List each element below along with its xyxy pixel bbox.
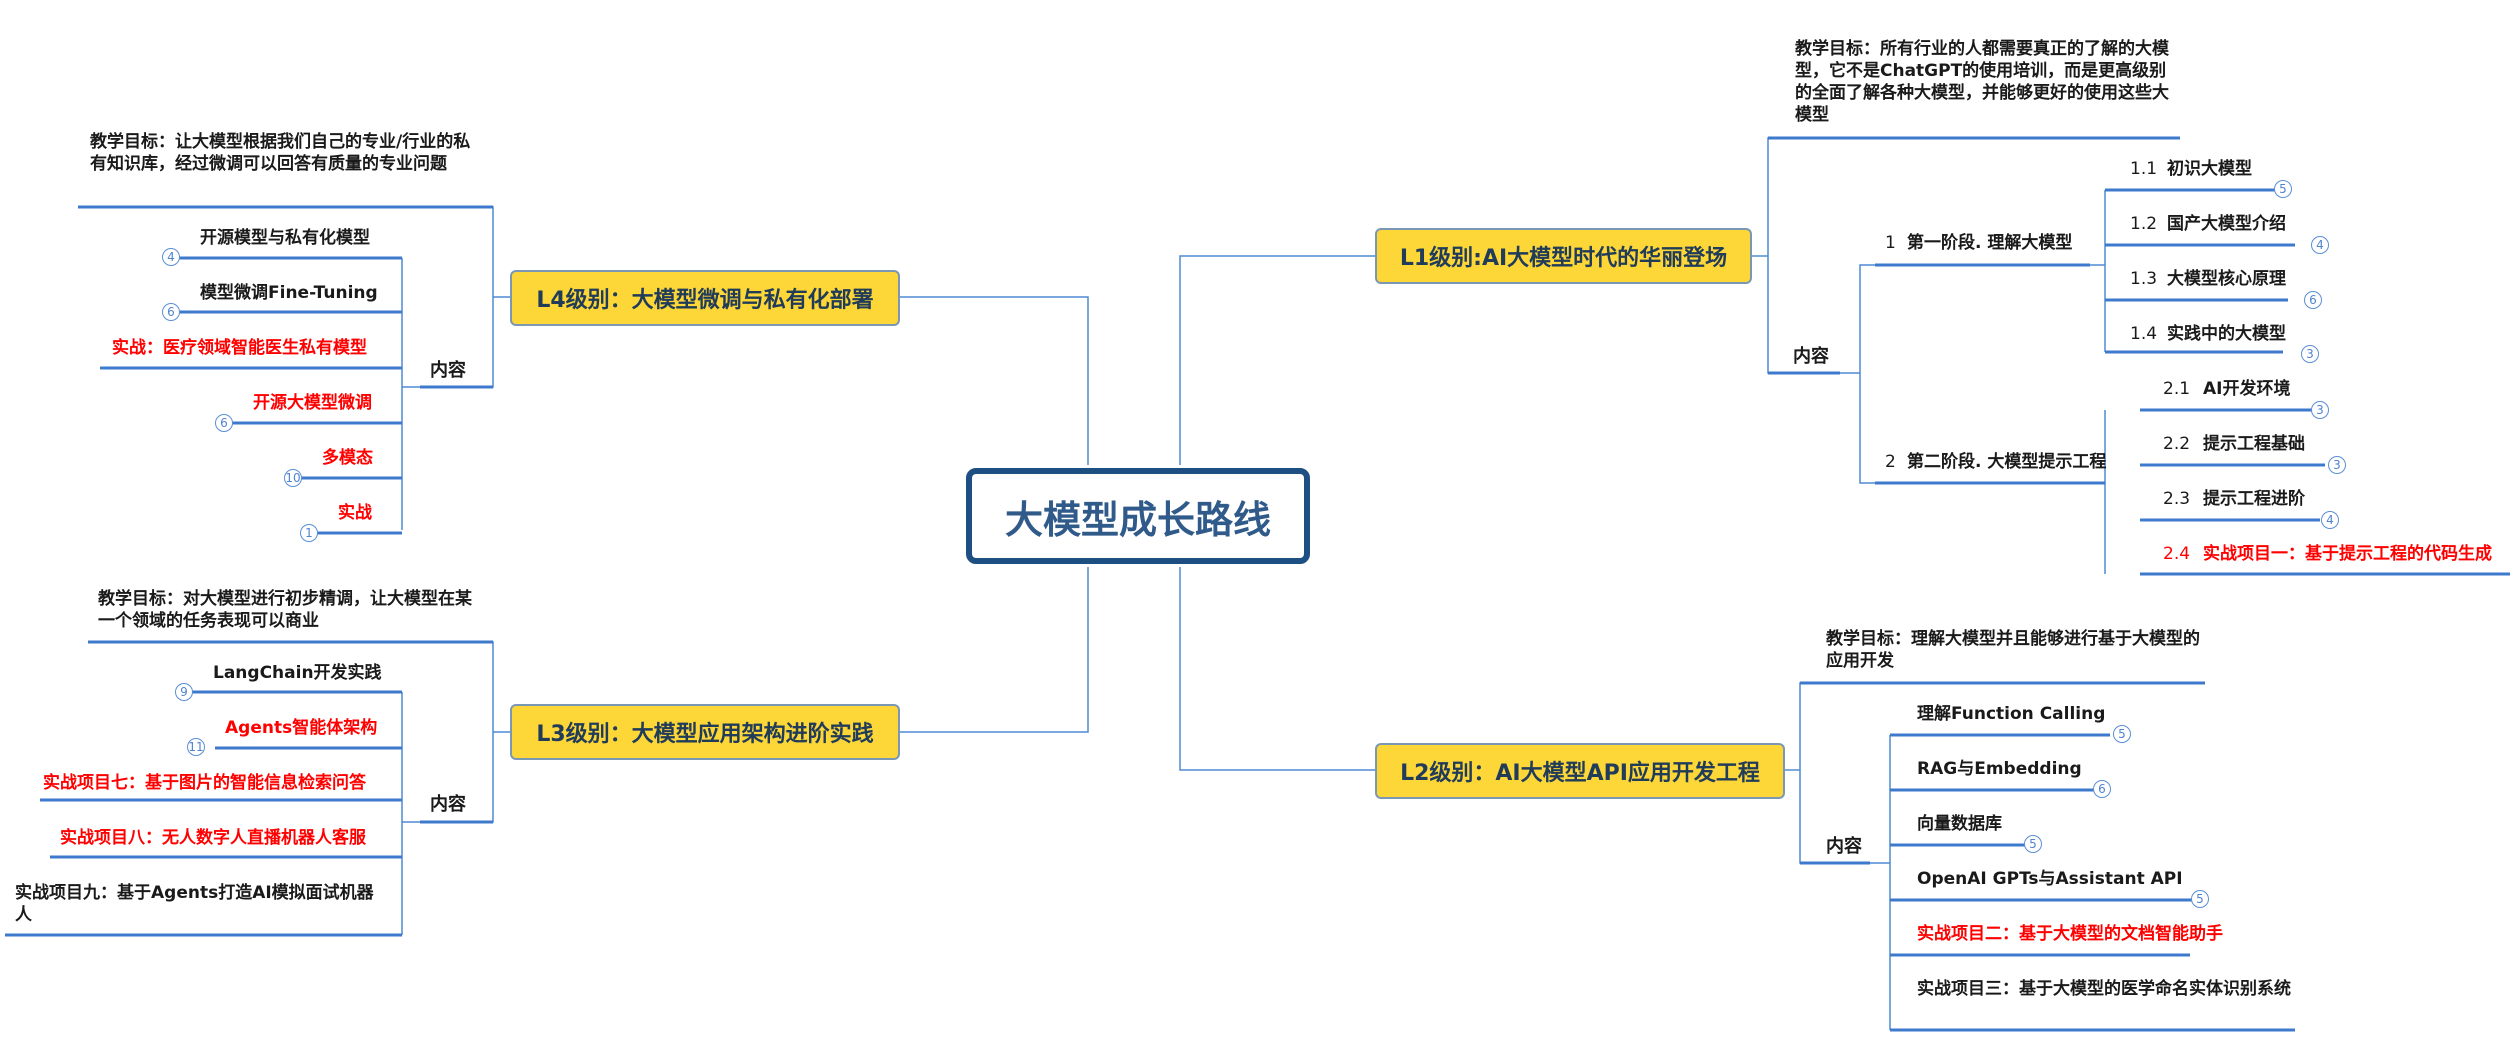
- count-badge: 3: [2301, 345, 2319, 363]
- count-badge: 6: [215, 414, 233, 432]
- l4-teaching-goal: 教学目标：让大模型根据我们自己的专业/行业的私有知识库，经过微调可以回答有质量的…: [90, 131, 475, 175]
- l4-item-label[interactable]: 开源大模型微调: [253, 393, 372, 413]
- l4-item-label[interactable]: 实战: [338, 503, 372, 523]
- l3-content-label: 内容: [430, 794, 466, 815]
- l1-stage2-label[interactable]: 第二阶段. 大模型提示工程: [1907, 452, 2107, 472]
- l1-item-num: 1.1: [2130, 159, 2158, 179]
- count-badge: 6: [162, 303, 180, 321]
- count-badge: 4: [162, 248, 180, 266]
- l1-item-num: 2.4: [2163, 544, 2191, 564]
- goal-text: 所有行业的人都需要真正的了解的大模型，它不是ChatGPT的使用培训，而是更高级…: [1795, 39, 2169, 125]
- count-badge: 9: [175, 683, 193, 701]
- count-badge: 5: [2113, 725, 2131, 743]
- count-badge: 5: [2024, 835, 2042, 853]
- l4-content-label: 内容: [430, 360, 466, 381]
- goal-text: 让大模型根据我们自己的专业/行业的私有知识库，经过微调可以回答有质量的专业问题: [90, 132, 471, 174]
- count-badge: 5: [2191, 890, 2209, 908]
- l1-item-label[interactable]: AI开发环境: [2203, 379, 2291, 399]
- level-l1-node[interactable]: L1级别:AI大模型时代的华丽登场: [1375, 228, 1752, 284]
- l1-item-num: 2.3: [2163, 489, 2191, 509]
- l3-project-item[interactable]: 实战项目九：基于Agents打造AI模拟面试机器人: [15, 883, 374, 925]
- count-badge: 5: [2274, 180, 2292, 198]
- goal-prefix: 教学目标：: [1826, 629, 1911, 649]
- l1-item-num: 1.4: [2130, 324, 2158, 344]
- l2-project-item[interactable]: 实战项目二：基于大模型的文档智能助手: [1917, 924, 2223, 944]
- l4-project-item[interactable]: 实战：医疗领域智能医生私有模型: [112, 338, 367, 358]
- l1-item-label[interactable]: 提示工程基础: [2203, 434, 2305, 454]
- l1-item-label[interactable]: 初识大模型: [2167, 159, 2252, 179]
- count-badge: 4: [2321, 511, 2339, 529]
- l4-item-label[interactable]: 多模态: [322, 448, 373, 468]
- central-topic[interactable]: 大模型成长路线: [966, 468, 1310, 564]
- goal-text: 对大模型进行初步精调，让大模型在某一个领域的任务表现可以商业: [98, 589, 472, 631]
- level-l4-node[interactable]: L4级别：大模型微调与私有化部署: [510, 270, 900, 326]
- l2-item-label[interactable]: 理解Function Calling: [1917, 704, 2106, 724]
- l2-item-label[interactable]: OpenAI GPTs与Assistant API: [1917, 869, 2183, 889]
- l1-teaching-goal: 教学目标：所有行业的人都需要真正的了解的大模型，它不是ChatGPT的使用培训，…: [1795, 38, 2175, 126]
- l1-stage2-num: 2: [1885, 452, 1896, 472]
- l3-item-label[interactable]: Agents智能体架构: [225, 718, 378, 738]
- count-badge: 4: [2311, 236, 2329, 254]
- count-badge: 6: [2093, 780, 2111, 798]
- goal-prefix: 教学目标：: [90, 132, 175, 152]
- level-l2-node[interactable]: L2级别：AI大模型API应用开发工程: [1375, 743, 1785, 799]
- l1-item-num: 1.3: [2130, 269, 2158, 289]
- l1-item-label[interactable]: 提示工程进阶: [2203, 489, 2305, 509]
- l2-item-label[interactable]: RAG与Embedding: [1917, 759, 2082, 779]
- l1-item-label[interactable]: 大模型核心原理: [2167, 269, 2286, 289]
- count-badge: 6: [2304, 291, 2322, 309]
- l2-item-label[interactable]: 向量数据库: [1917, 814, 2002, 834]
- l4-item-label[interactable]: 开源模型与私有化模型: [200, 228, 370, 248]
- goal-prefix: 教学目标：: [98, 589, 183, 609]
- level-l3-node[interactable]: L3级别：大模型应用架构进阶实践: [510, 704, 900, 760]
- count-badge: 1: [300, 524, 318, 542]
- l1-item-num: 1.2: [2130, 214, 2158, 234]
- l3-project-item[interactable]: 实战项目七：基于图片的智能信息检索问答: [43, 773, 366, 793]
- l2-content-label: 内容: [1826, 836, 1862, 857]
- count-badge: 10: [284, 469, 302, 487]
- l4-item-label[interactable]: 模型微调Fine-Tuning: [200, 283, 378, 303]
- l1-item-num: 2.2: [2163, 434, 2191, 454]
- l3-item-label[interactable]: LangChain开发实践: [213, 663, 382, 683]
- l1-stage1-label[interactable]: 第一阶段. 理解大模型: [1907, 233, 2073, 253]
- l3-teaching-goal: 教学目标：对大模型进行初步精调，让大模型在某一个领域的任务表现可以商业: [98, 588, 478, 632]
- count-badge: 11: [187, 738, 205, 756]
- goal-text: 理解大模型并且能够进行基于大模型的应用开发: [1826, 629, 2200, 671]
- l1-stage1-num: 1: [1885, 233, 1896, 253]
- l1-project-item[interactable]: 实战项目一：基于提示工程的代码生成: [2203, 544, 2492, 564]
- l1-item-label[interactable]: 国产大模型介绍: [2167, 214, 2286, 234]
- l1-item-label[interactable]: 实践中的大模型: [2167, 324, 2286, 344]
- count-badge: 3: [2328, 456, 2346, 474]
- count-badge: 3: [2311, 401, 2329, 419]
- l1-item-num: 2.1: [2163, 379, 2191, 399]
- l2-project-item[interactable]: 实战项目三：基于大模型的医学命名实体识别系统: [1917, 979, 2291, 999]
- l1-content-label: 内容: [1793, 346, 1829, 367]
- l2-teaching-goal: 教学目标：理解大模型并且能够进行基于大模型的应用开发: [1826, 628, 2206, 672]
- l3-project-item[interactable]: 实战项目八：无人数字人直播机器人客服: [60, 828, 366, 848]
- goal-prefix: 教学目标：: [1795, 39, 1880, 59]
